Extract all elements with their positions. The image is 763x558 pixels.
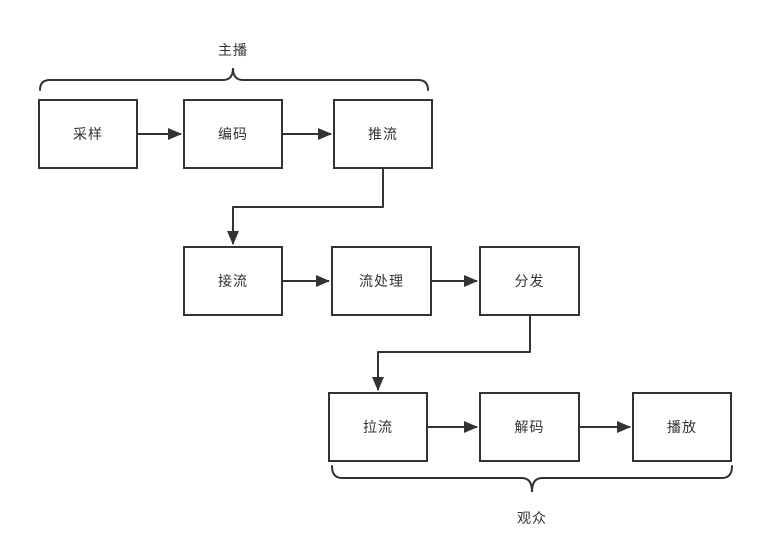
node-receive-label: 接流	[218, 273, 248, 289]
brace-broadcaster	[39, 67, 429, 91]
node-distribute: 分发	[479, 246, 580, 316]
brace-audience	[331, 465, 733, 493]
node-play-label: 播放	[667, 419, 697, 435]
node-pull-label: 拉流	[363, 419, 393, 435]
node-sampling: 采样	[38, 99, 138, 169]
node-push: 推流	[333, 99, 433, 169]
group-label-broadcaster: 主播	[218, 42, 248, 58]
node-push-label: 推流	[368, 126, 398, 142]
node-processing-label: 流处理	[359, 273, 404, 289]
node-decode-label: 解码	[514, 419, 545, 435]
node-processing: 流处理	[331, 246, 432, 316]
node-sampling-label: 采样	[73, 126, 103, 142]
node-encoding-label: 编码	[218, 126, 248, 142]
node-distribute-label: 分发	[514, 273, 545, 289]
node-decode: 解码	[479, 392, 580, 462]
node-play: 播放	[632, 392, 732, 462]
node-pull: 拉流	[328, 392, 428, 462]
group-label-audience: 观众	[517, 510, 547, 526]
arrow-distribute-to-pull	[372, 316, 531, 391]
arrow-push-to-receive	[227, 169, 384, 245]
node-receive: 接流	[183, 246, 283, 316]
node-encoding: 编码	[183, 99, 283, 169]
